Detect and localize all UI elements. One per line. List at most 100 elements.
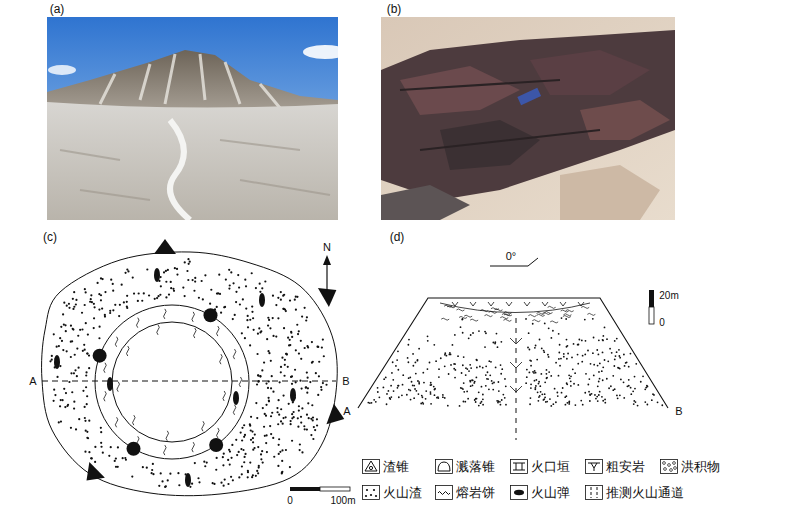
scoria-dot	[467, 398, 469, 400]
scoria-dot	[263, 426, 265, 428]
scoria-dot	[425, 398, 427, 400]
scoria-dot	[100, 427, 102, 429]
scoria-dot	[624, 365, 626, 367]
legend-text: 火山渣	[383, 486, 422, 500]
scoria-dot	[415, 373, 417, 375]
volcanic-bomb	[259, 293, 265, 307]
scoria-dot	[194, 280, 196, 282]
scoria-dot	[281, 460, 283, 462]
scoria-dot	[599, 363, 601, 365]
scoria-dot	[287, 366, 289, 368]
scoria-dot	[646, 385, 648, 387]
legend-frame	[661, 460, 678, 474]
scoria-dot	[632, 390, 634, 392]
scoria-dot	[402, 384, 404, 386]
scoria-dot	[604, 359, 606, 361]
scoria-dot	[438, 368, 440, 370]
scoria-dot	[423, 382, 425, 384]
lava-cake-symbol	[166, 431, 169, 441]
scoria-dot	[86, 437, 88, 439]
scoria-dot	[281, 357, 283, 359]
scoria-dot	[54, 394, 56, 396]
scoria-dot	[259, 376, 261, 378]
scoria-dot	[260, 458, 262, 460]
scoria-dot	[598, 371, 600, 373]
scoria-dot	[267, 324, 269, 326]
scoria-dot	[497, 346, 499, 348]
scoria-dot	[85, 291, 87, 293]
scoria-dot	[406, 394, 408, 396]
scoria-dot	[246, 319, 248, 321]
scoria-dot	[245, 285, 247, 287]
scoria-dot	[465, 374, 467, 376]
scoria-dot	[210, 289, 212, 291]
scoria-dot	[114, 460, 116, 462]
scoria-dot	[311, 362, 313, 364]
scoria-dot	[73, 401, 75, 403]
lava-cake-symbol	[563, 316, 571, 318]
andesite-symbol	[578, 302, 584, 306]
scoria-dot	[247, 326, 249, 328]
scoria-dot	[587, 350, 589, 352]
scoria-dot	[70, 372, 72, 374]
lava-cake-symbol	[587, 313, 595, 315]
legend-item: 火山渣	[362, 485, 422, 500]
map-label: A	[343, 406, 350, 417]
scale-bar	[649, 290, 654, 307]
scoria-dot	[272, 317, 274, 319]
scoria-dot	[273, 456, 275, 458]
map-label: B	[675, 406, 682, 417]
scoria-dot	[307, 377, 309, 379]
legend-text: 洪积物	[681, 460, 720, 474]
scoria-dot	[275, 335, 277, 337]
scoria-dot	[215, 469, 217, 471]
scoria-dot	[277, 317, 279, 319]
lava-cake-symbol	[164, 309, 167, 319]
scoria-dot	[644, 401, 646, 403]
scoria-dot	[307, 402, 309, 404]
lava-cake-symbol	[192, 442, 195, 452]
scoria-dot	[541, 347, 543, 349]
scoria-cone-mark	[79, 462, 105, 488]
lava-cake-symbol	[489, 311, 497, 313]
scoria-dot	[505, 404, 507, 406]
scoria-dot	[640, 381, 642, 383]
scoria-dot	[461, 372, 463, 374]
scoria-dot	[421, 395, 423, 397]
scoria-dot	[383, 378, 385, 380]
scoria-dot	[602, 379, 604, 381]
scoria-dot	[229, 284, 231, 286]
scoria-dot	[470, 385, 472, 387]
scoria-dot	[478, 330, 480, 332]
scoria-dot	[280, 291, 282, 293]
scoria-dot	[72, 308, 74, 310]
scoria-dot	[544, 393, 546, 395]
scoria-dot	[494, 341, 496, 343]
scoria-dot	[577, 344, 579, 346]
scoria-dot	[90, 294, 92, 296]
scoria-dot	[194, 277, 196, 279]
scoria-dot	[254, 433, 256, 435]
legend-symbol	[375, 495, 377, 497]
scoria-dot	[306, 392, 308, 394]
scoria-dot	[500, 373, 502, 375]
scoria-dot	[49, 360, 51, 362]
legend-text: 渣锥	[383, 460, 409, 474]
scoria-dot	[126, 301, 128, 303]
scoria-dot	[133, 292, 135, 294]
scoria-dot	[241, 465, 243, 467]
scoria-dot	[167, 479, 169, 481]
scoria-dot	[528, 372, 530, 374]
scoria-dot	[543, 351, 545, 353]
volcanic-bomb	[185, 473, 191, 487]
scoria-dot	[646, 404, 648, 406]
scoria-dot	[306, 372, 308, 374]
legend-symbol	[438, 462, 450, 471]
scoria-dot	[478, 391, 480, 393]
scoria-dot	[559, 365, 561, 367]
scoria-dot	[616, 395, 618, 397]
scoria-dot	[491, 380, 493, 382]
scoria-dot	[492, 342, 494, 344]
scoria-dot	[102, 452, 104, 454]
scoria-dot	[70, 325, 72, 327]
